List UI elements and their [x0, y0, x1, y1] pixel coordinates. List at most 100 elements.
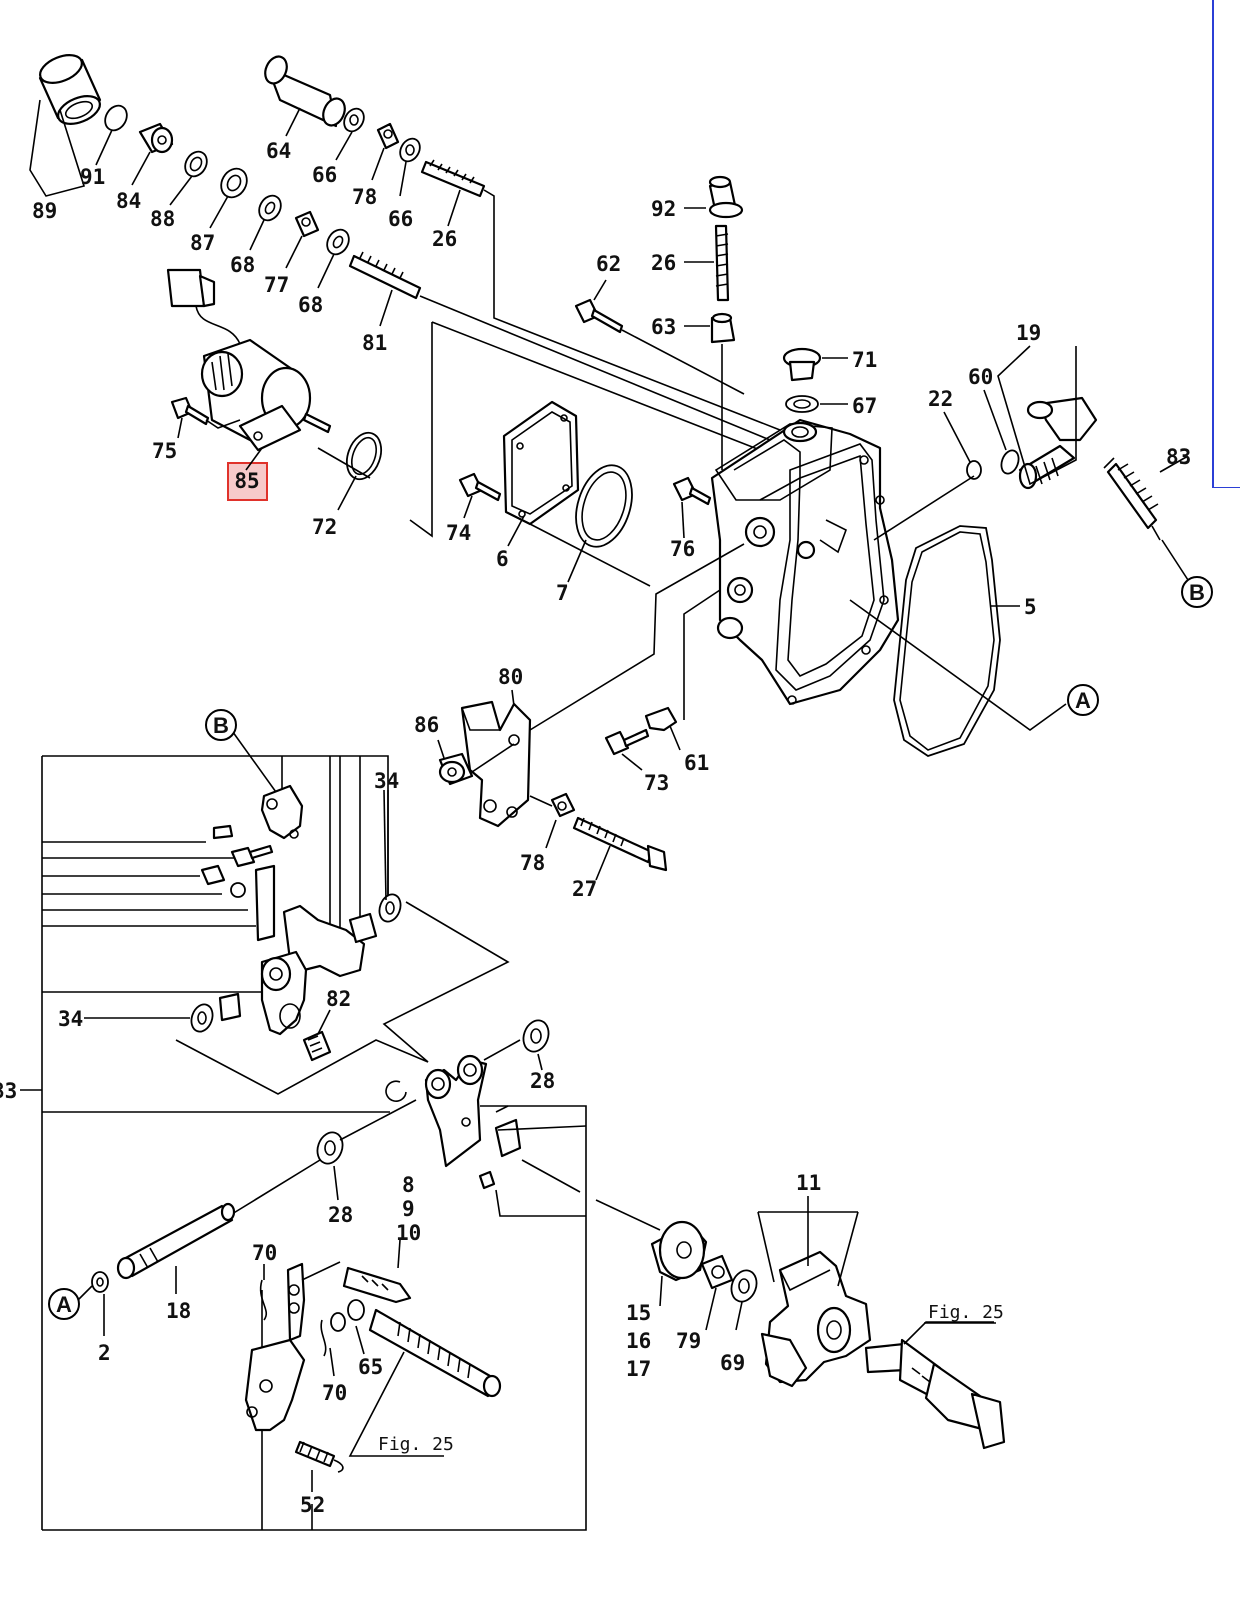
part-22-washer[interactable]	[966, 460, 982, 480]
part-67-washer[interactable]	[785, 395, 819, 413]
part-78-nut[interactable]	[376, 122, 400, 150]
part-2-oring[interactable]	[91, 1271, 109, 1293]
part-66-washer[interactable]	[340, 105, 368, 135]
part-label: 7	[556, 581, 569, 605]
part-77-nut[interactable]	[294, 210, 320, 238]
part-84-nut[interactable]	[138, 122, 174, 154]
part-label: 88	[150, 207, 175, 231]
connector-b-right[interactable]: B	[1181, 576, 1213, 608]
part-69-washer[interactable]	[727, 1267, 760, 1305]
svg-text:A: A	[56, 1292, 72, 1317]
part-6-cover-plate[interactable]	[502, 400, 580, 526]
part-89-sleeve[interactable]	[36, 50, 104, 130]
part-76-bolt[interactable]	[672, 476, 712, 506]
part-28-washer[interactable]	[519, 1017, 552, 1055]
part-52-spring[interactable]	[294, 1440, 344, 1473]
part-label: 26	[651, 251, 676, 275]
part-28-washer-2[interactable]	[313, 1129, 346, 1167]
part-79-nut[interactable]	[700, 1254, 734, 1290]
svg-text:B: B	[213, 713, 229, 738]
part-26-spring[interactable]	[420, 159, 486, 198]
part-label: 34	[58, 1007, 83, 1031]
part-label: 17	[626, 1357, 651, 1381]
part-label: 28	[328, 1203, 353, 1227]
part-19-lever-shaft[interactable]	[1018, 396, 1098, 490]
part-91-oring[interactable]	[101, 102, 131, 135]
part-label: 61	[684, 751, 709, 775]
part-26-rod[interactable]	[714, 224, 730, 302]
fig-25-ref-lower[interactable]: Fig. 25	[378, 1434, 454, 1455]
part-71-plug[interactable]	[782, 347, 822, 382]
part-86-nut[interactable]	[438, 752, 474, 786]
part-87-lockwasher[interactable]	[216, 164, 252, 202]
part-15-16-17-flange[interactable]	[650, 1220, 708, 1282]
part-8-9-10-linkage[interactable]	[342, 1266, 502, 1398]
svg-text:Fig. 25: Fig. 25	[928, 1302, 1004, 1323]
part-label: 15	[626, 1301, 651, 1325]
part-label: 91	[80, 165, 105, 189]
part-label: 87	[190, 231, 215, 255]
part-label: 60	[968, 365, 993, 389]
part-64-sleeve[interactable]	[261, 53, 349, 129]
part-63-nut[interactable]	[710, 312, 736, 344]
part-66-washer-2[interactable]	[396, 135, 424, 165]
svg-text:Fig. 25: Fig. 25	[378, 1434, 454, 1455]
part-72-oring[interactable]	[341, 428, 387, 484]
part-65-washer[interactable]	[330, 1299, 365, 1332]
part-label: 80	[498, 665, 523, 689]
part-62-bolt[interactable]	[574, 298, 624, 334]
part-label: 72	[312, 515, 337, 539]
part-label: 52	[300, 1493, 325, 1517]
part-7-gasket[interactable]	[566, 458, 641, 554]
part-70-link-plate[interactable]	[244, 1262, 327, 1432]
part-label: 70	[252, 1241, 277, 1265]
part-label: 76	[670, 537, 695, 561]
connector-a-right[interactable]: A	[1067, 684, 1099, 716]
connector-b-top[interactable]: B	[205, 709, 237, 741]
part-label: 83	[1166, 445, 1191, 469]
part-82-spring[interactable]	[302, 1030, 332, 1062]
part-18-shaft[interactable]	[116, 1202, 236, 1280]
part-74-bolt[interactable]	[458, 472, 502, 502]
part-label: 66	[312, 163, 337, 187]
part-75-bolt[interactable]	[170, 396, 210, 426]
part-label: 11	[796, 1171, 821, 1195]
part-label: 5	[1024, 595, 1037, 619]
drive-shaft[interactable]	[864, 1338, 1006, 1450]
part-88-washer[interactable]	[181, 148, 211, 181]
fig-25-ref-right[interactable]: Fig. 25	[924, 1302, 1004, 1324]
part-92-plug[interactable]	[708, 175, 744, 219]
part-83-spring[interactable]	[1103, 457, 1161, 541]
part-68-washer[interactable]	[255, 192, 285, 225]
part-27-bolt[interactable]	[572, 816, 668, 872]
part-80-bracket[interactable]	[460, 700, 532, 828]
part-label: 74	[446, 521, 471, 545]
part-60-oring[interactable]	[998, 448, 1021, 476]
part-11-governor-weight[interactable]	[760, 1250, 872, 1388]
part-label: 78	[520, 851, 545, 875]
part-label: 22	[928, 387, 953, 411]
part-61-clip[interactable]	[644, 706, 678, 732]
part-5-gasket[interactable]	[893, 525, 1001, 757]
part-label: 62	[596, 252, 621, 276]
part-73-bolt[interactable]	[604, 728, 650, 756]
part-label: 34	[374, 769, 399, 793]
part-label: 86	[414, 713, 439, 737]
shaft-lever-assembly[interactable]	[385, 1054, 522, 1190]
part-label: 75	[152, 439, 177, 463]
part-81-stud[interactable]	[348, 251, 422, 300]
part-label: 64	[266, 139, 291, 163]
part-label: 10	[396, 1221, 421, 1245]
part-85-solenoid[interactable]	[166, 268, 332, 452]
part-label: 16	[626, 1329, 651, 1353]
part-number-labels: 89 91 84 88 87 68 77 68 64 66 78 66 26 8…	[0, 139, 1191, 1517]
part-label: 8	[402, 1173, 415, 1197]
part-78-nut-2[interactable]	[550, 792, 576, 818]
part-68-washer-2[interactable]	[323, 226, 353, 259]
governor-housing[interactable]	[710, 418, 900, 706]
lever-assembly[interactable]	[188, 784, 404, 1036]
connector-a-left[interactable]: A	[48, 1288, 80, 1320]
side-panel-edge	[1212, 0, 1240, 488]
